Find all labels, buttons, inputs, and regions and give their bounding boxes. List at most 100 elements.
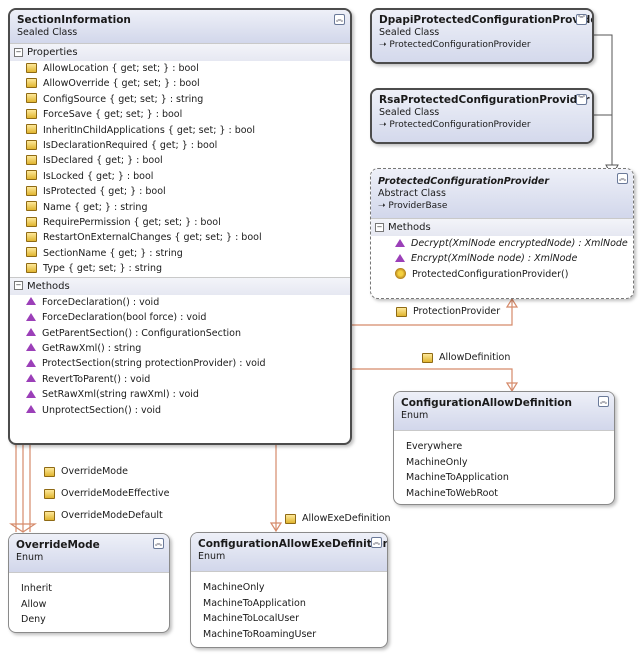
class-kind: Sealed Class [379, 27, 440, 38]
method-item[interactable]: RevertToParent() : void [10, 372, 350, 387]
method-item[interactable]: UnprotectSection() : void [10, 403, 350, 418]
enum-value[interactable]: Everywhere [406, 441, 463, 452]
property-item[interactable]: IsLocked { get; } : bool [10, 169, 350, 184]
collapse-chevron-icon[interactable]: ︽ [617, 173, 628, 184]
method-item[interactable]: GetParentSection() : ConfigurationSectio… [10, 326, 350, 341]
methods-section: −Methods Decrypt(XmlNode encryptedNode) … [371, 218, 633, 282]
property-item[interactable]: Type { get; set; } : string [10, 261, 350, 276]
method-item[interactable]: Decrypt(XmlNode encryptedNode) : XmlNode [371, 236, 633, 251]
property-icon [422, 352, 433, 363]
enum-value[interactable]: MachineToApplication [406, 472, 509, 484]
dpapi-header: DpapiProtectedConfigurationProvider Seal… [372, 10, 594, 62]
method-item[interactable]: ProtectSection(string protectionProvider… [10, 356, 350, 371]
dpapi-inheritance-line [593, 34, 613, 165]
enum-value[interactable]: MachineToWebRoot [406, 487, 499, 499]
method-item[interactable]: ForceDeclaration(bool force) : void [10, 310, 350, 325]
override-mode-default-label[interactable]: OverrideModeDefault [44, 510, 163, 522]
property-icon [26, 154, 37, 165]
collapse-chevron-icon[interactable]: ︽ [371, 537, 382, 548]
expand-chevron-icon[interactable]: ︾ [576, 14, 587, 25]
enum-value[interactable]: MachineToRoamingUser [203, 628, 317, 640]
configuration-allow-exe-definition-enum[interactable]: ConfigurationAllowExeDefinition Enum ︽ M… [190, 532, 388, 648]
class-kind: Abstract Class [378, 188, 446, 199]
method-item[interactable]: Encrypt(XmlNode node) : XmlNode [371, 251, 633, 266]
methods-compartment-header[interactable]: −Methods [10, 277, 350, 295]
collapse-chevron-icon[interactable]: ︽ [334, 14, 345, 25]
section-information-class[interactable]: SectionInformation Sealed Class ︽ −Prope… [8, 8, 352, 445]
method-icon [26, 297, 36, 306]
override-mode-label[interactable]: OverrideMode [44, 466, 128, 478]
class-name: ProtectedConfigurationProvider [378, 176, 550, 187]
property-icon [44, 466, 55, 477]
property-icon [44, 510, 55, 521]
enum-value[interactable]: MachineToLocalUser [203, 613, 300, 625]
property-item[interactable]: RestartOnExternalChanges { get; set; } :… [10, 230, 350, 245]
expand-chevron-icon[interactable]: ︾ [576, 94, 587, 105]
property-item[interactable]: IsProtected { get; } : bool [10, 184, 350, 199]
class-name: RsaProtectedConfigurationProvider [379, 94, 590, 106]
enum-kind: Enum [16, 552, 44, 563]
property-item[interactable]: IsDeclared { get; } : bool [10, 153, 350, 168]
property-item[interactable]: Name { get; } : string [10, 200, 350, 215]
property-icon [44, 488, 55, 499]
rsa-provider-class[interactable]: RsaProtectedConfigurationProvider Sealed… [370, 88, 594, 144]
rsa-inheritance-line [593, 114, 613, 165]
enum-name: OverrideMode [16, 539, 100, 551]
methods-compartment-header[interactable]: −Methods [371, 219, 633, 236]
property-item[interactable]: ForceSave { get; set; } : bool [10, 107, 350, 122]
property-icon [26, 124, 37, 135]
collapse-chevron-icon[interactable]: ︽ [598, 396, 609, 407]
property-item[interactable]: AllowLocation { get; set; } : bool [10, 61, 350, 76]
property-item[interactable]: RequirePermission { get; set; } : bool [10, 215, 350, 230]
property-icon [26, 231, 37, 242]
enum-value[interactable]: MachineOnly [406, 456, 468, 468]
allow-exe-definition-label[interactable]: AllowExeDefinition [285, 513, 391, 525]
enum-name: ConfigurationAllowDefinition [401, 397, 572, 409]
section-information-header: SectionInformation Sealed Class ︽ [10, 10, 350, 43]
property-item[interactable]: AllowOverride { get; set; } : bool [10, 76, 350, 91]
inheritance-lines [593, 34, 619, 178]
enum-value[interactable]: Deny [21, 614, 46, 626]
method-icon [26, 328, 36, 336]
enum-value[interactable]: Allow [21, 598, 47, 610]
class-name: DpapiProtectedConfigurationProvider [379, 14, 594, 26]
property-icon [26, 170, 37, 181]
protection-provider-label[interactable]: ProtectionProvider [396, 306, 500, 318]
allow-definition-label[interactable]: AllowDefinition [422, 352, 510, 364]
dpapi-provider-class[interactable]: DpapiProtectedConfigurationProvider Seal… [370, 8, 594, 64]
method-icon [26, 358, 36, 367]
inherit-arrow-icon: ➝ [379, 40, 387, 50]
method-item[interactable]: GetRawXml() : string [10, 341, 350, 356]
protected-configuration-provider-class[interactable]: ProtectedConfigurationProvider Abstract … [370, 168, 634, 299]
properties-compartment-header[interactable]: −Properties [10, 44, 350, 61]
enum-kind: Enum [401, 410, 429, 421]
method-item[interactable]: SetRawXml(string rawXml) : void [10, 387, 350, 402]
property-item[interactable]: ConfigSource { get; set; } : string [10, 92, 350, 107]
base-class: ➝ ProtectedConfigurationProvider [379, 40, 531, 50]
method-item[interactable]: ForceDeclaration() : void [10, 295, 350, 310]
constructor-item[interactable]: ProtectedConfigurationProvider() [371, 267, 633, 282]
property-icon [285, 513, 296, 524]
collapse-chevron-icon[interactable]: ︽ [153, 538, 164, 549]
property-item[interactable]: InheritInChildApplications { get; set; }… [10, 123, 350, 138]
abstract-method-icon [395, 253, 405, 262]
collapse-minus-icon[interactable]: − [375, 222, 384, 232]
enum-value[interactable]: Inherit [21, 583, 52, 594]
override-mode-effective-label[interactable]: OverrideModeEffective [44, 488, 169, 500]
property-icon [396, 306, 407, 317]
property-icon [26, 262, 37, 273]
enum-value[interactable]: MachineToApplication [203, 597, 306, 609]
property-icon [26, 93, 37, 104]
rsa-header: RsaProtectedConfigurationProvider Sealed… [372, 90, 592, 142]
property-item[interactable]: SectionName { get; } : string [10, 246, 350, 261]
property-item[interactable]: IsDeclarationRequired { get; } : bool [10, 138, 350, 153]
protection-provider-line [352, 300, 513, 326]
enum-value[interactable]: MachineOnly [203, 582, 265, 593]
collapse-minus-icon[interactable]: − [14, 281, 23, 291]
collapse-minus-icon[interactable]: − [14, 47, 23, 57]
configuration-allow-definition-enum[interactable]: ConfigurationAllowDefinition Enum ︽ Ever… [393, 391, 615, 505]
method-icon [26, 405, 36, 414]
